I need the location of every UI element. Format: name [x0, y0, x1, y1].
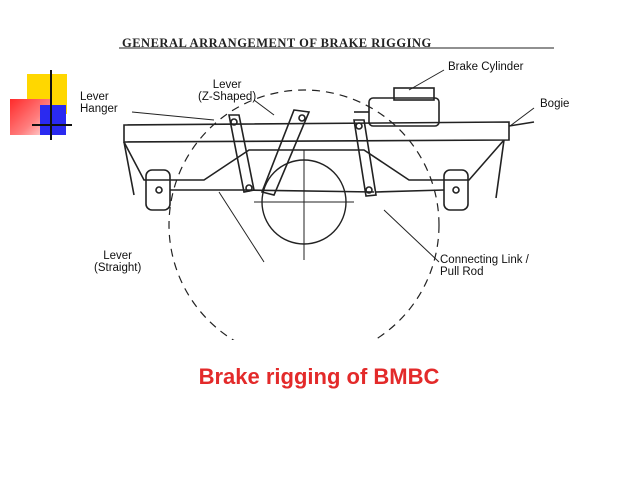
label-connecting-link-pull-rod: Connecting Link / Pull Rod [440, 254, 529, 278]
label-lever-straight: Lever (Straight) [94, 250, 142, 274]
figure-title: GENERAL ARRANGEMENT OF BRAKE RIGGING [122, 36, 432, 50]
label-lever-hanger: Lever Hanger [80, 91, 118, 115]
horizontal-line-decoration [32, 124, 72, 126]
label-brake-cylinder: Brake Cylinder [448, 61, 524, 73]
slide-caption: Brake rigging of BMBC [198, 364, 440, 389]
vertical-line-decoration [50, 70, 52, 140]
brake-rigging-figure [64, 30, 576, 340]
blue-square-decoration [40, 105, 66, 135]
label-lever-z-shaped: Lever (Z-Shaped) [198, 79, 257, 103]
brake-rigging-drawing [119, 47, 554, 340]
label-bogie: Bogie [540, 98, 570, 110]
